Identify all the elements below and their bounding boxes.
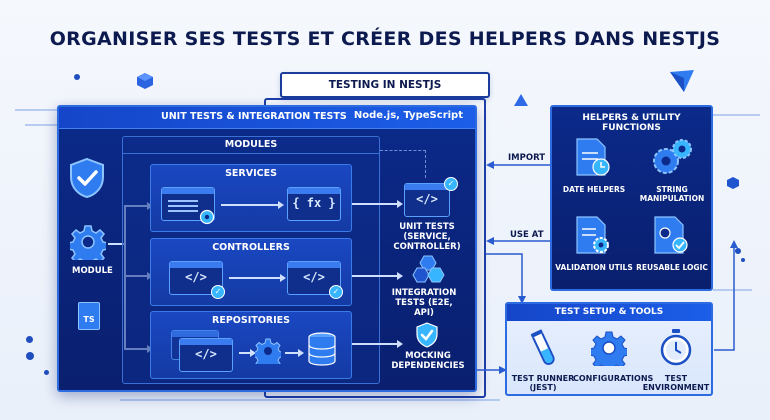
check-badge-icon: ✓ xyxy=(444,177,458,191)
controllers-box: CONTROLLERS </> ✓ </> ✓ xyxy=(150,238,352,306)
repositories-code-window: </> xyxy=(179,338,233,372)
dashed-connector xyxy=(425,150,426,178)
ts-badge-label: TS xyxy=(83,315,95,324)
dashed-connector xyxy=(380,150,426,151)
import-arrow xyxy=(486,161,550,169)
doc-gear-icon xyxy=(576,216,609,254)
cube-icon xyxy=(727,177,739,189)
testing-banner: TESTING IN NESTJS xyxy=(280,72,490,98)
check-badge-icon: ✓ xyxy=(211,285,225,299)
arrow-to-mocking xyxy=(352,340,403,348)
stopwatch-icon xyxy=(660,329,692,366)
setup-title: TEST SETUP & TOOLS xyxy=(507,304,711,321)
import-label: IMPORT xyxy=(508,153,546,163)
code-symbol: </> xyxy=(416,192,438,206)
cube-icon xyxy=(137,73,153,89)
helpers-panel: HELPERS & UTILITY FUNCTIONS DATE HELPERS… xyxy=(550,105,713,291)
decor-dot xyxy=(44,370,49,375)
services-function-window: { fx } xyxy=(287,187,341,221)
unit-tests-label: UNIT TESTS (SERVICE, CONTROLLER) xyxy=(393,222,461,252)
doc-check-icon xyxy=(654,216,688,254)
ts-file-icon: TS xyxy=(78,302,100,330)
shield-check-icon xyxy=(416,322,438,348)
test-runner-label: TEST RUNNER (JEST) xyxy=(511,374,575,392)
decor-dot xyxy=(26,336,33,343)
integration-tests-label: INTEGRATION TESTS (E2E, API) xyxy=(391,288,457,318)
calendar-doc-icon xyxy=(576,138,610,176)
test-tube-icon xyxy=(530,329,555,365)
connector xyxy=(108,243,124,245)
arrow-to-unit-tests xyxy=(352,200,403,208)
repositories-title: REPOSITORIES xyxy=(212,315,290,326)
configurations-label: CONFIGURATIONS xyxy=(573,374,654,383)
code-symbol: </> xyxy=(185,270,207,284)
setup-connector xyxy=(486,253,526,304)
module-label: MODULE xyxy=(72,266,113,276)
shield-check-icon xyxy=(70,157,104,199)
helpers-title: HELPERS & UTILITY FUNCTIONS xyxy=(582,113,681,133)
unit-tests-window: </> xyxy=(404,183,450,217)
services-box: SERVICES { fx } xyxy=(150,164,352,232)
decor-dot xyxy=(735,248,741,254)
controllers-code-window-left: </> xyxy=(169,261,223,295)
function-code: { fx } xyxy=(292,196,336,210)
services-title: SERVICES xyxy=(225,168,277,179)
code-symbol: </> xyxy=(195,347,217,361)
test-environment-label: TEST ENVIRONMENT xyxy=(642,374,710,392)
string-manipulation-label: STRING MANIPULATION xyxy=(639,185,705,203)
triangle-icon xyxy=(514,94,528,106)
hexagon-cluster-icon xyxy=(412,255,445,283)
module-gear-icon xyxy=(70,225,106,260)
decor-dot xyxy=(741,258,745,262)
repositories-box: REPOSITORIES </> xyxy=(150,311,352,379)
database-icon xyxy=(308,332,336,366)
code-lines xyxy=(168,200,198,202)
setup-panel: TEST SETUP & TOOLS TEST RUNNER (JEST) CO… xyxy=(505,302,713,396)
nest-logo-icon xyxy=(670,70,694,92)
main-panel-header: UNIT TESTS & INTEGRATION TESTS Node.js, … xyxy=(59,107,475,129)
repositories-flow-arrow-2 xyxy=(285,349,304,357)
bottom-connector xyxy=(477,366,507,374)
validation-utils-label: VALIDATION UTILS xyxy=(555,263,633,272)
services-flow-arrow xyxy=(221,201,284,209)
repository-gear-icon xyxy=(255,338,281,364)
tech-stack-label: Node.js, TypeScript xyxy=(353,110,463,121)
check-badge-icon: ✓ xyxy=(329,285,343,299)
repositories-flow-arrow-1 xyxy=(239,349,256,357)
page-title: ORGANISER SES TESTS ET CRÉER DES HELPERS… xyxy=(49,28,721,50)
use-at-label: USE AT xyxy=(510,230,544,240)
reusable-logic-label: REUSABLE LOGIC xyxy=(636,263,708,272)
date-helpers-label: DATE HELPERS xyxy=(562,185,626,194)
mocking-label: MOCKING DEPENDENCIES xyxy=(391,351,465,371)
controllers-flow-arrow xyxy=(229,274,286,282)
arrow-to-integration-tests xyxy=(352,272,403,280)
gear-icon xyxy=(591,331,627,366)
modules-title: MODULES xyxy=(122,136,380,154)
code-symbol: </> xyxy=(303,270,325,284)
small-gear-icon xyxy=(199,209,215,225)
decor-dot xyxy=(26,352,34,360)
decor-dot xyxy=(74,74,80,80)
controllers-title: CONTROLLERS xyxy=(212,242,290,253)
gears-icon xyxy=(653,139,692,174)
setup-to-helpers-connector xyxy=(714,240,738,351)
main-panel-title: UNIT TESTS & INTEGRATION TESTS xyxy=(161,111,347,122)
use-at-arrow xyxy=(486,237,550,245)
